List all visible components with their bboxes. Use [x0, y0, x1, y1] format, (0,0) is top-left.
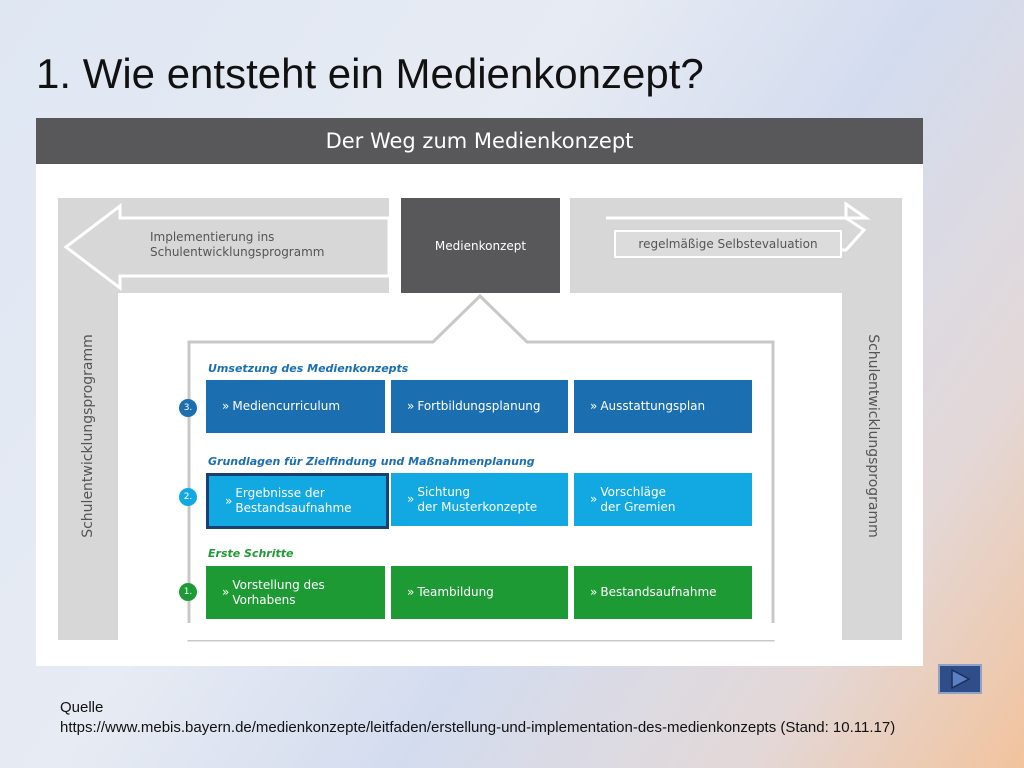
chevron-icon: » [407, 585, 415, 599]
chevron-icon: » [222, 399, 230, 413]
diagram-figure: Der Weg zum Medienkonzept Implementierun… [36, 118, 923, 666]
next-slide-button[interactable] [938, 664, 982, 694]
slide-title: 1. Wie entsteht ein Medienkonzept? [36, 50, 704, 97]
section-title-3: Umsetzung des Medienkonzepts [208, 362, 409, 375]
step-box: » Bestandsaufnahme [574, 566, 752, 619]
section-title-2: Grundlagen für Zielfindung und Maßnahmen… [208, 455, 535, 468]
source-url: https://www.mebis.bayern.de/medienkonzep… [60, 719, 896, 736]
diagram-header: Der Weg zum Medienkonzept [36, 118, 923, 164]
medienkonzept-box: Medienkonzept [401, 198, 560, 293]
chevron-icon: » [407, 492, 415, 506]
source-label: Quelle [60, 699, 104, 716]
step-number-3: 3. [179, 399, 197, 417]
selbstevaluation-box: regelmäßige Selbstevaluation [614, 230, 842, 258]
bottom-ground [118, 623, 842, 640]
section-title-1: Erste Schritte [208, 547, 294, 560]
step-box: » Mediencurriculum [206, 380, 385, 433]
step-box: » Fortbildungsplanung [391, 380, 568, 433]
step-label: Teambildung [417, 585, 494, 599]
play-next-icon [951, 668, 971, 690]
chevron-icon: » [590, 399, 598, 413]
step-label: Fortbildungsplanung [417, 399, 541, 413]
step-box: » Ausstattungsplan [574, 380, 752, 433]
step-label: Ergebnisse der Bestandsaufnahme [235, 486, 352, 515]
side-label-right: Schulentwicklungsprogramm [865, 334, 881, 538]
step-box: » Teambildung [391, 566, 568, 619]
step-number-2: 2. [179, 488, 197, 506]
step-box-highlighted: » Ergebnisse der Bestandsaufnahme [206, 473, 389, 529]
chevron-icon: » [225, 493, 233, 508]
step-box: » Vorstellung des Vorhabens [206, 566, 385, 619]
chevron-icon: » [407, 399, 415, 413]
side-label-left: Schulentwicklungsprogramm [80, 334, 96, 538]
chevron-icon: » [222, 585, 230, 599]
left-arrow-shape [63, 202, 391, 292]
chevron-icon: » [590, 492, 598, 506]
implementierung-label: Implementierung ins Schulentwicklungspro… [150, 230, 325, 259]
source-block: Quelle https://www.mebis.bayern.de/medie… [60, 698, 895, 738]
step-label: Vorschläge der Gremien [600, 484, 676, 514]
step-label: Bestandsaufnahme [600, 585, 717, 599]
step-number-1: 1. [179, 583, 197, 601]
step-label: Vorstellung des Vorhabens [232, 577, 325, 607]
chevron-icon: » [590, 585, 598, 599]
step-label: Sichtung der Musterkonzepte [417, 484, 538, 514]
step-label: Mediencurriculum [232, 399, 341, 413]
right-band-shape [570, 198, 902, 640]
step-box: » Sichtung der Musterkonzepte [391, 473, 568, 526]
step-box: » Vorschläge der Gremien [574, 473, 752, 526]
step-label: Ausstattungsplan [600, 399, 706, 413]
